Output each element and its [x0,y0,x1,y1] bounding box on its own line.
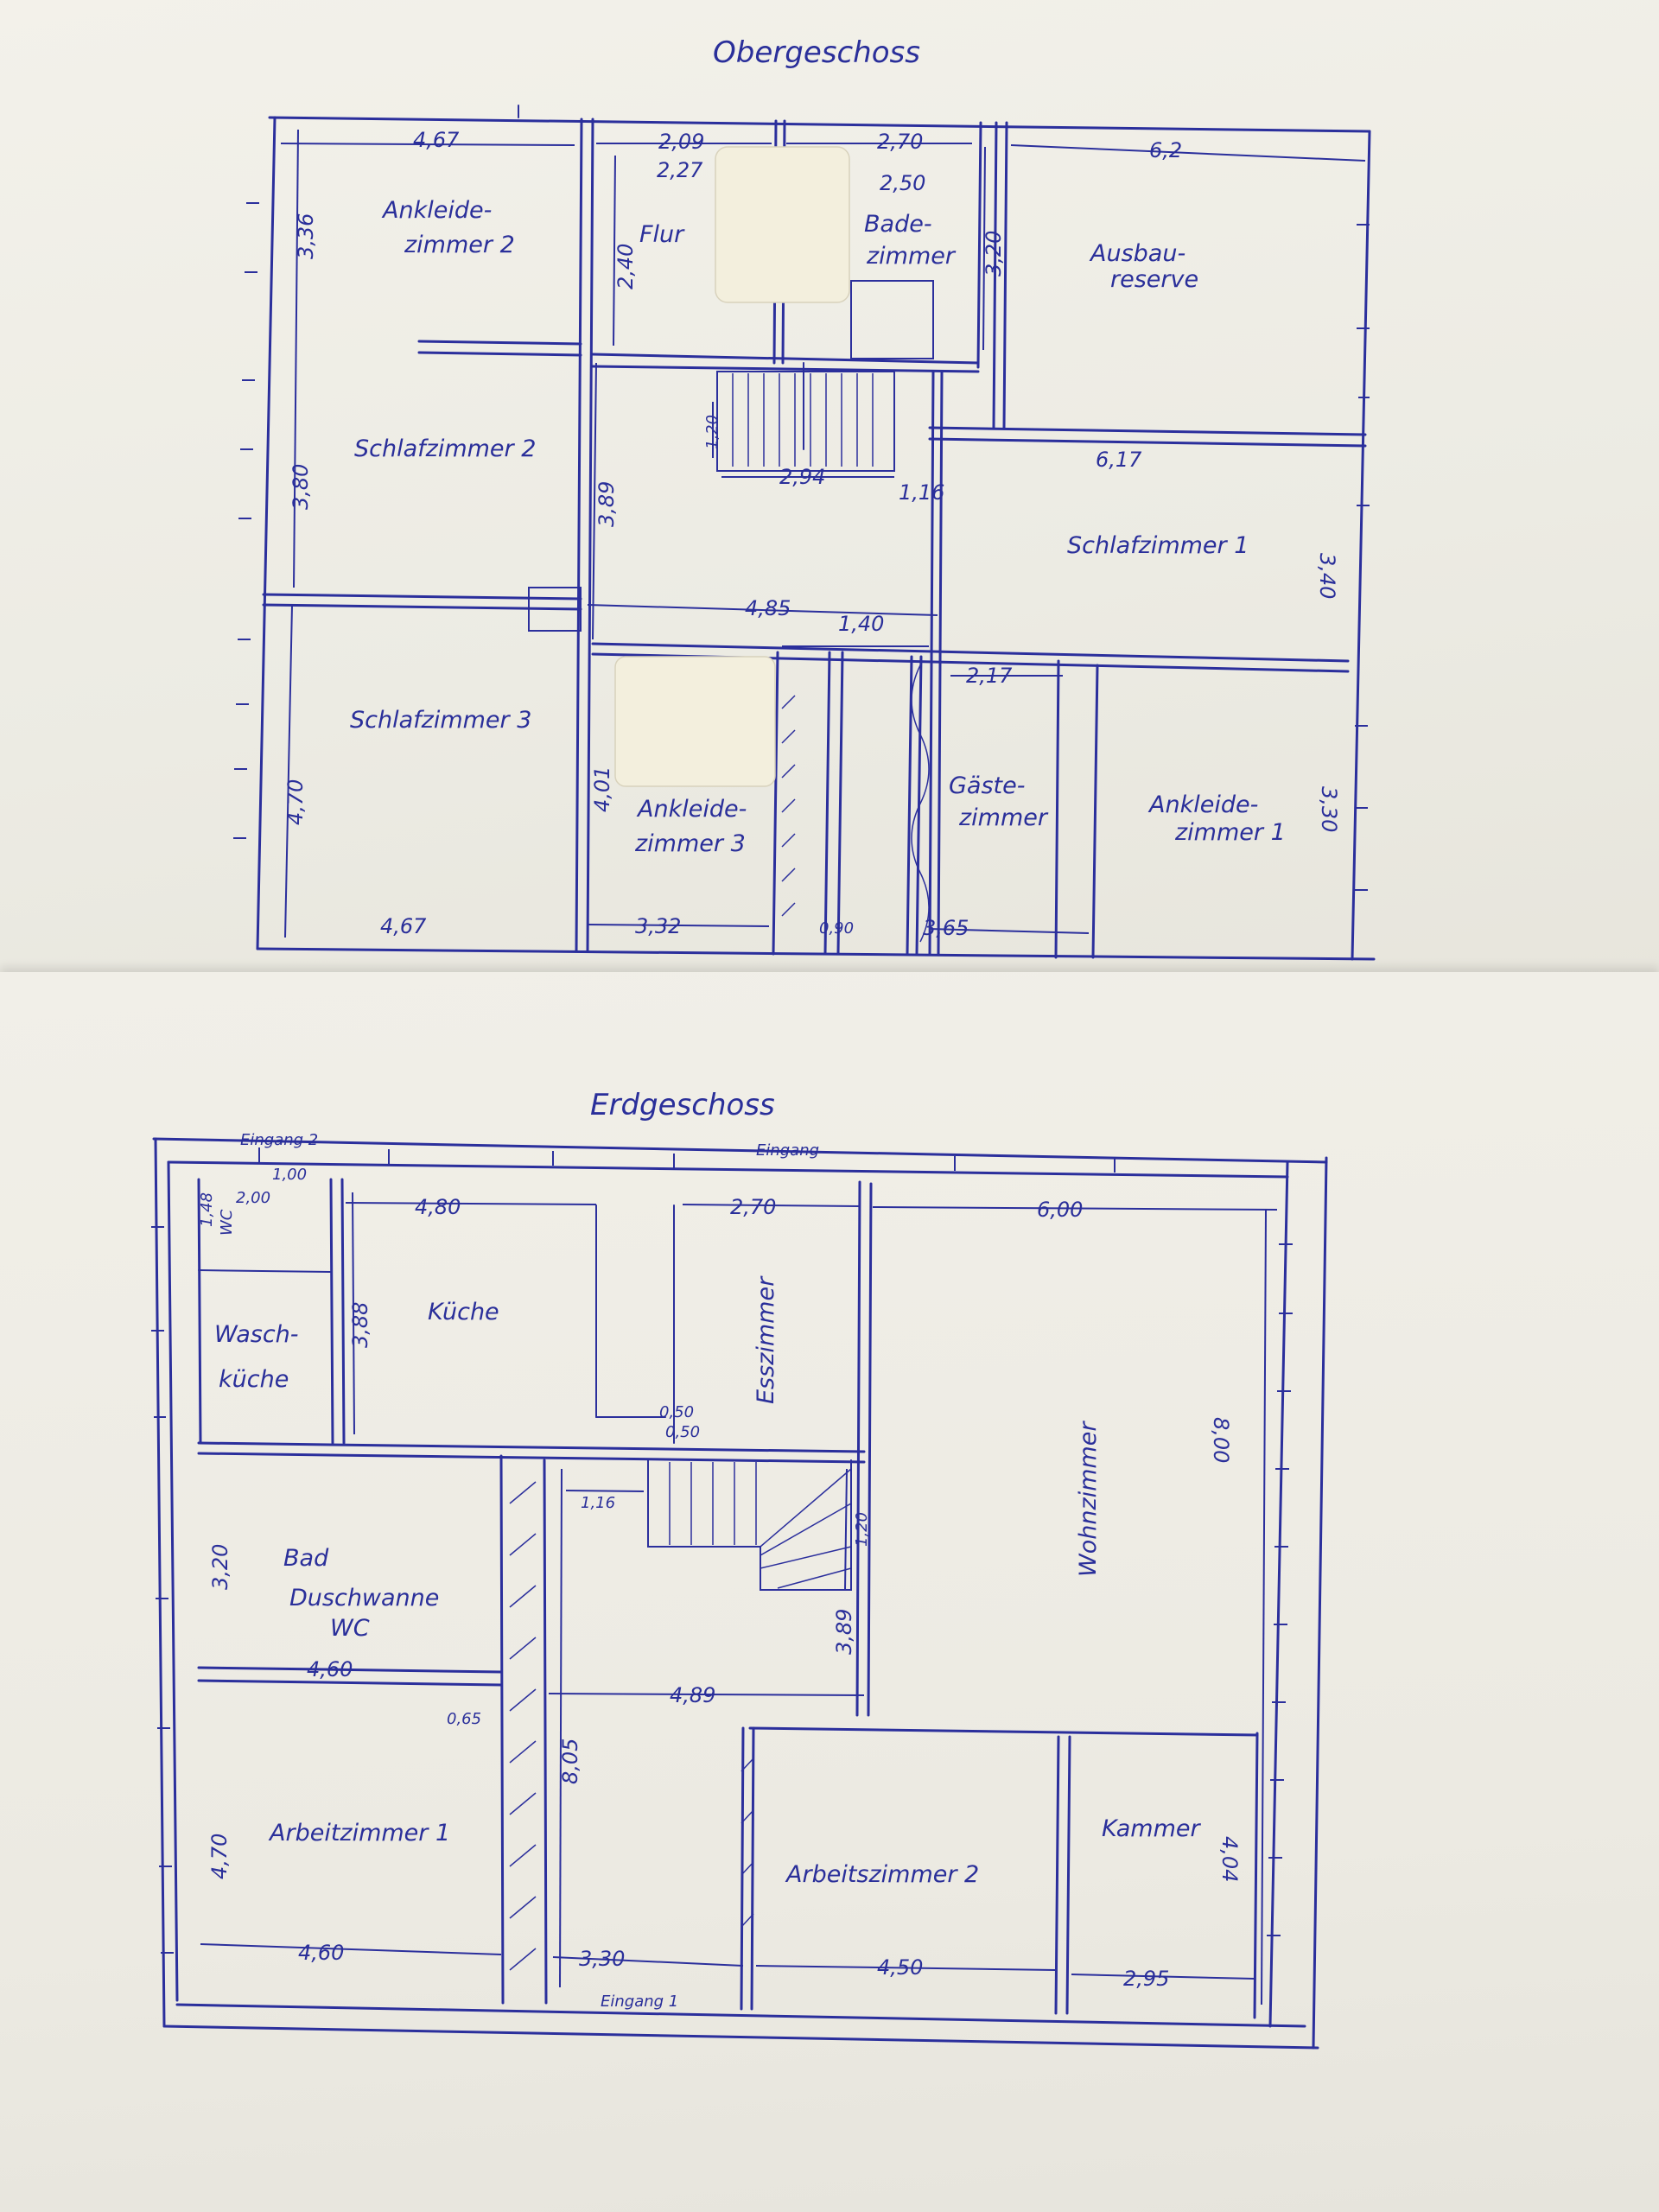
upper-room-ankleidezimmer-1-line1: Ankleide- [1147,791,1258,818]
upper-room-ankleidezimmer-2-line2: zimmer 2 [404,232,515,258]
ground-dim-arbeit1-h: 4,70 [207,1834,232,1879]
upper-room-ausbaureserve-line1: Ausbau- [1089,240,1185,267]
upper-room-ankleidezimmer-3-line2: zimmer 3 [634,830,746,857]
upper-floor-plan: Obergeschoss [233,35,1376,961]
upper-dim-ankleide3-h: 4,01 [590,766,614,812]
ground-room-bad-line1: Bad [283,1545,329,1572]
ground-room-kammer: Kammer [1102,1815,1202,1842]
ground-dim-arbeit1-w: 4,60 [298,1941,344,1965]
upper-dim-flur-height: 2,40 [613,244,638,289]
upper-dim-bottom-mid: 3,32 [635,914,681,938]
upper-room-ankleidezimmer-3-line1: Ankleide- [636,796,747,823]
ground-dim-wohn-h: 8,00 [1209,1417,1233,1463]
upper-dim-left-lower: 4,70 [283,779,308,825]
ground-dim-805: 8,05 [558,1738,582,1784]
upper-dim-stair-small: 1,16 [899,480,944,505]
upper-room-flur: Flur [639,221,685,248]
upper-floor-title: Obergeschoss [713,35,920,70]
upper-dim-door-140: 1,40 [838,612,884,636]
upper-dim-stair-h: 1,20 [703,415,721,449]
ground-dim-050b: 0,50 [665,1423,700,1441]
ground-dim-kammer-w: 2,95 [1123,1967,1169,1991]
ground-label-eingang-top: Eingang [756,1141,819,1160]
upper-room-badezimmer-line1: Bade- [864,211,932,238]
ground-dim-stair-h: 1,20 [853,1512,871,1547]
upper-room-schlafzimmer-3: Schlafzimmer 3 [350,707,531,734]
upper-room-gaestezimmer-line1: Gäste- [949,772,1025,799]
ground-dim-wohn-w: 6,00 [1037,1198,1083,1222]
ground-dim-100: 1,00 [272,1166,307,1184]
upper-room-ausbaureserve-line2: reserve [1110,266,1198,293]
ground-room-waschkueche-line2: küche [219,1366,289,1393]
ground-dim-hall-w: 4,89 [670,1683,715,1707]
upper-dim-top-flur2: 2,27 [657,158,703,182]
ground-room-arbeitszimmer-2: Arbeitszimmer 2 [785,1861,979,1888]
ground-dim-ess-w: 2,70 [730,1195,776,1219]
ground-room-bad-line3: WC [330,1615,370,1642]
ground-dim-kueche-w: 4,80 [415,1195,461,1219]
ground-dim-kammer-h: 4,04 [1217,1836,1242,1882]
ground-room-esszimmer: Esszimmer [753,1275,779,1404]
ground-dim-050a: 0,50 [659,1403,694,1421]
upper-dim-left-mid: 3,80 [289,464,313,510]
upper-room-schlafzimmer-1: Schlafzimmer 1 [1067,532,1249,559]
ground-dim-330: 3,30 [579,1947,625,1971]
ground-dim-bad-h: 3,20 [208,1544,232,1590]
ground-dim-116: 1,16 [581,1494,615,1512]
upper-dim-bad-height: 3,20 [982,231,1006,276]
ground-dim-200: 2,00 [236,1189,270,1207]
upper-room-schlafzimmer-2: Schlafzimmer 2 [354,435,536,462]
upper-dim-gaeste-w: 2,17 [966,664,1013,688]
ground-room-arbeitzimmer-1: Arbeitzimmer 1 [268,1820,450,1847]
upper-dim-top-bad: 2,70 [877,130,923,154]
upper-dim-schlaf1-w: 6,17 [1096,448,1142,472]
upper-room-ankleidezimmer-2-line1: Ankleide- [381,197,492,224]
ground-label-eingang-1: Eingang 1 [601,1993,678,2011]
ground-dim-065: 0,65 [447,1710,481,1728]
upper-dim-left-upper: 3,36 [294,213,318,259]
upper-dim-hall-height: 3,89 [594,481,619,527]
ground-room-bad-line2: Duschwanne [289,1585,439,1611]
ground-room-kueche: Küche [428,1299,499,1325]
ground-dim-kueche-h: 3,88 [348,1302,372,1348]
ground-floor-plan: Erdgeschoss [151,1088,1328,2050]
upper-dim-top-bad2: 2,50 [880,171,925,195]
ground-room-wohnzimmer: Wohnzimmer [1075,1421,1102,1577]
upper-room-badezimmer-line2: zimmer [866,243,957,270]
upper-dim-ankleide1-h: 3,30 [1317,786,1341,832]
upper-dim-bottom-right: 3,65 [923,916,969,940]
ground-dim-bad-w: 4,60 [307,1657,353,1681]
ground-floor-title: Erdgeschoss [590,1088,775,1122]
upper-dim-schlaf1-h: 3,40 [1315,553,1339,599]
ground-room-waschkueche-line1: Wasch- [214,1321,299,1348]
ground-dim-389: 3,89 [832,1609,856,1655]
upper-dim-bottom-small: 0,90 [819,919,854,938]
upper-dim-bottom-left: 4,67 [380,914,427,938]
upper-room-ankleidezimmer-1-line2: zimmer 1 [1174,819,1286,846]
ground-label-eingang-2: Eingang 2 [240,1131,318,1149]
ground-dim-148: 1,48 [198,1192,216,1227]
upper-dim-stair-w: 2,94 [779,465,825,489]
upper-dim-top-ankleide2: 4,67 [413,128,460,152]
upper-dim-top-flur: 2,09 [658,130,704,154]
ground-dim-arbeit2-w: 4,50 [877,1955,923,1980]
upper-dim-top-ausbau: 6,2 [1149,138,1182,162]
ground-room-wc: WC [218,1209,236,1236]
upper-dim-hall-width: 4,85 [745,596,791,620]
upper-room-gaestezimmer-line2: zimmer [958,804,1049,831]
